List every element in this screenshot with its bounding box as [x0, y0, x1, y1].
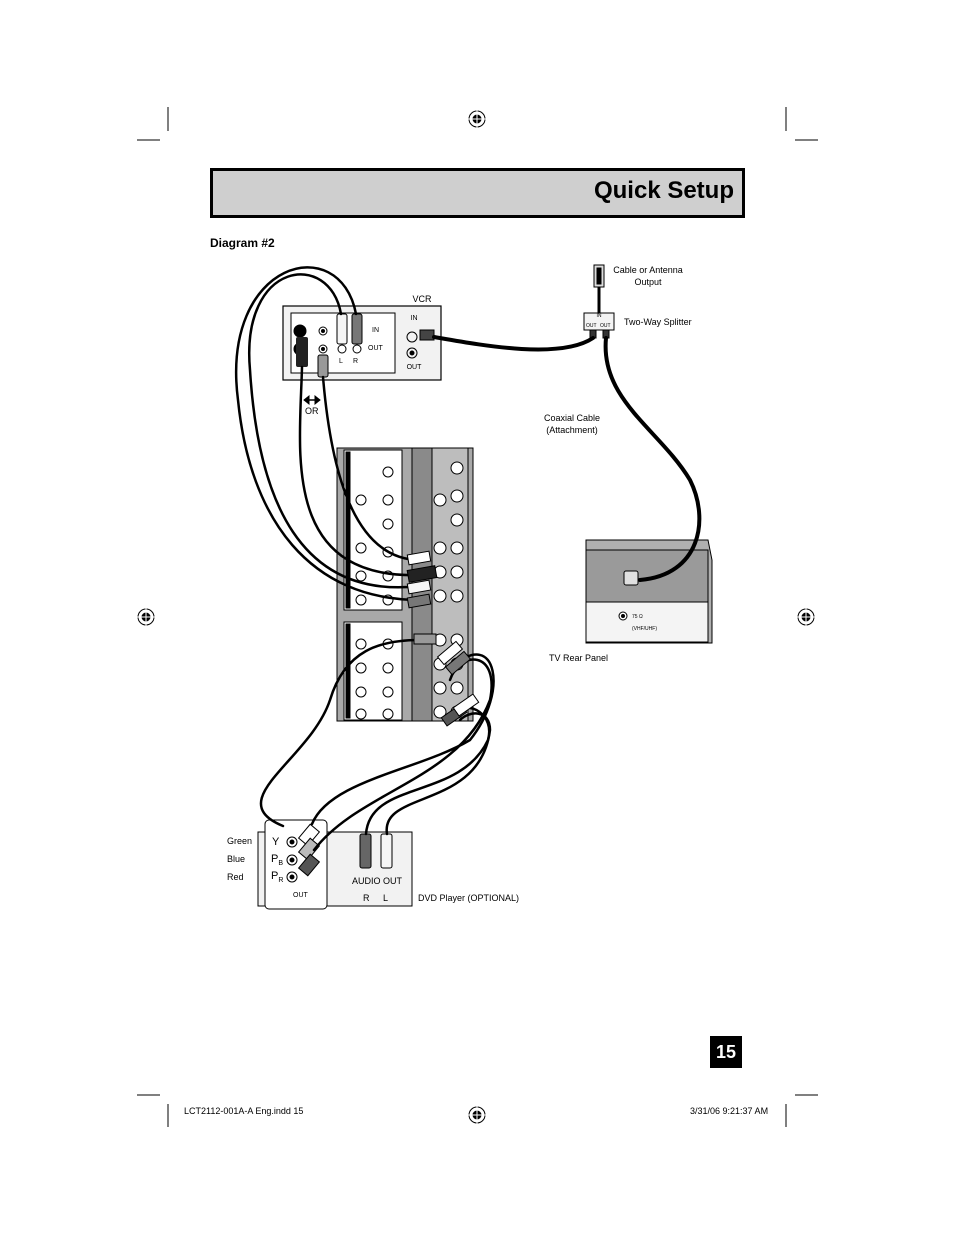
page-header: Quick Setup [210, 168, 745, 218]
or-label: OR [305, 406, 319, 416]
double-arrow-icon [303, 394, 321, 406]
vcr-rf-out-label: OUT [406, 364, 422, 371]
footer-file: LCT2112-001A-A Eng.indd 15 [184, 1106, 304, 1116]
dvd-y-label: Y [272, 836, 280, 848]
dvd-audio-l-label: L [383, 893, 389, 903]
page-title: Quick Setup [593, 177, 734, 204]
dvd-audio-out-label: AUDIO OUT [352, 876, 403, 886]
dvd-pr-label: PR [271, 870, 284, 885]
dvd-player-device [257, 819, 413, 910]
registration-mark-icon [136, 109, 816, 1125]
splitter-label: Two-Way Splitter [624, 317, 692, 327]
tv-plugs [406, 550, 480, 727]
vcr-title: VCR [412, 294, 432, 304]
splitter-out2-label: OUT [600, 323, 611, 329]
coax-label: Coaxial Cable (Attachment) [543, 413, 601, 435]
dvd-audio-r-label: R [363, 893, 370, 903]
splitter-device [583, 264, 615, 339]
footer-timestamp: 3/31/06 9:21:37 AM [690, 1106, 769, 1116]
cables [235, 266, 702, 852]
page-number: 15 [710, 1036, 742, 1068]
tv-rear-panel [585, 539, 713, 644]
dvd-label: DVD Player (OPTIONAL) [418, 893, 520, 903]
antenna-label: Cable or Antenna Output [613, 265, 683, 287]
tv-side-panel [336, 447, 474, 722]
vcr-right-label: R [353, 358, 359, 365]
vcr-rf-in-label: IN [410, 315, 418, 322]
tv-antenna-jack-label: 75 Ω (VHF/UHF) [632, 614, 657, 632]
dvd-out-label: OUT [293, 892, 308, 899]
dvd-pb-label: PB [271, 853, 284, 868]
vcr-connectors [296, 313, 435, 378]
dvd-green-label: Green [227, 836, 253, 846]
diagram-label: Diagram #2 [210, 236, 275, 250]
splitter-out1-label: OUT [586, 323, 597, 329]
splitter-in-label: IN [596, 313, 602, 319]
vcr-in-label: IN [372, 327, 379, 334]
tv-rear-label: TV Rear Panel [549, 653, 609, 663]
dvd-blue-label: Blue [227, 854, 246, 864]
vcr-left-label: L [339, 358, 343, 365]
dvd-red-label: Red [227, 872, 244, 882]
vcr-out-label: OUT [368, 345, 383, 352]
